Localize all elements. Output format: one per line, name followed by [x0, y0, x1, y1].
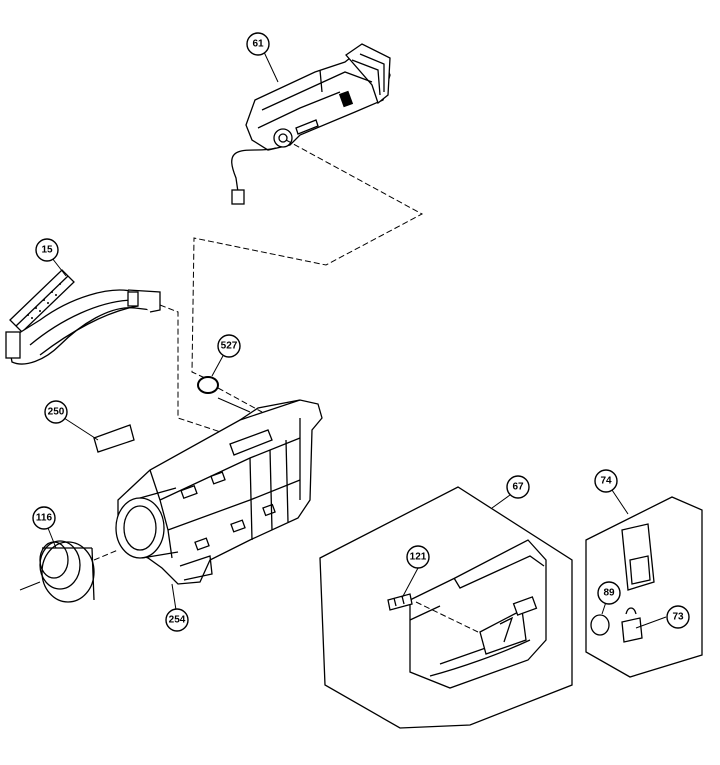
callout-250-label: 250: [48, 407, 65, 418]
alignment-line-15: [159, 304, 246, 441]
callout-250: 250: [44, 400, 68, 424]
part-116-lens-ring: [39, 540, 95, 603]
part-527-o-ring: [197, 376, 219, 394]
part-121-clip: [387, 593, 413, 611]
part-250-label: [93, 424, 135, 453]
part-67-side-cover: [409, 539, 547, 689]
part-15-hand-strap: [5, 269, 161, 365]
part-89-button: [590, 614, 610, 636]
callout-74-label: 74: [600, 476, 612, 487]
callout-15-label: 15: [41, 245, 53, 256]
part-73-spring-clip: [621, 617, 643, 643]
callout-89: 89: [597, 581, 621, 605]
callout-67: 67: [506, 475, 530, 499]
alignment-line-61: [191, 139, 424, 379]
callout-121: 121: [406, 545, 430, 569]
part-74-frame: [585, 496, 703, 678]
callout-89-label: 89: [603, 588, 615, 599]
part-67-side-cover-group: [319, 486, 573, 729]
callout-15: 15: [35, 238, 59, 262]
callout-73-label: 73: [672, 612, 684, 623]
part-61-viewfinder: [231, 43, 391, 205]
part-74-cover-group: [585, 496, 703, 678]
callout-254: 254: [165, 608, 189, 632]
part-67-frame: [319, 486, 573, 729]
callout-116: 116: [32, 506, 56, 530]
callout-74: 74: [594, 469, 618, 493]
callout-67-label: 67: [512, 482, 524, 493]
callout-254-label: 254: [169, 615, 186, 626]
callout-527: 527: [217, 334, 241, 358]
callout-527-label: 527: [221, 341, 238, 352]
callout-121-label: 121: [410, 552, 427, 563]
callout-73: 73: [666, 605, 690, 629]
part-74-cover: [621, 523, 655, 591]
callout-61: 61: [246, 32, 270, 56]
part-254-main-housing: [115, 399, 323, 585]
callout-116-label: 116: [36, 513, 53, 524]
callout-61-label: 61: [252, 39, 264, 50]
